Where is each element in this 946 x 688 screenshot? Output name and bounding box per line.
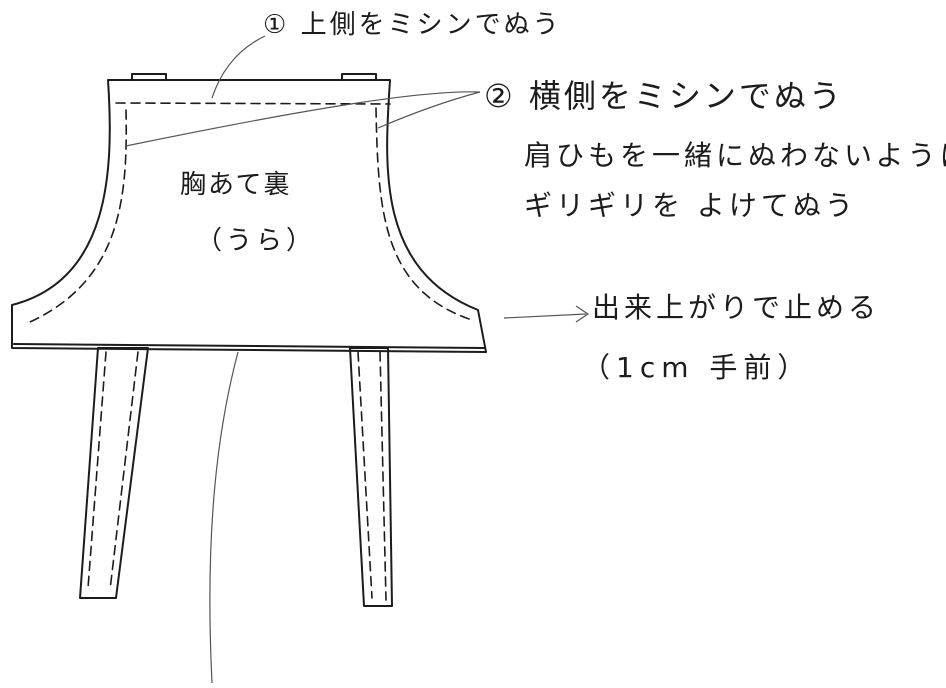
- stitch-top: [115, 102, 391, 105]
- strap-left-stitch: [87, 351, 139, 591]
- strap-tab-left: [131, 73, 167, 81]
- strap-left: [79, 347, 149, 599]
- strap-right: [349, 347, 393, 607]
- leader-step1: [211, 35, 266, 99]
- stop-label-line1: 出来上がりで止める: [592, 291, 881, 324]
- arrow-stop-head: [575, 305, 590, 323]
- strap-tab-right: [341, 73, 377, 81]
- strap-right-stitch: [357, 351, 387, 601]
- stop-label-line2: （1cm 手前）: [582, 351, 812, 384]
- step2-note-line1: 肩ひもを一緒にぬわないように: [524, 139, 946, 172]
- bib-bottom-edge: [13, 343, 485, 349]
- bib-outline: [11, 79, 487, 353]
- part-side-label: （うら）: [196, 226, 317, 256]
- step2-label: ② 横側をミシンでぬう: [484, 77, 844, 115]
- stitch-left: [29, 109, 128, 323]
- leader-step2-b: [377, 91, 481, 129]
- arrow-stop: [503, 313, 587, 319]
- step2-note-line2: ギリギリを よけてぬう: [524, 189, 857, 222]
- step1-label: ① 上側をミシンでぬう: [263, 10, 562, 40]
- waist-line: [209, 351, 239, 684]
- leader-step2-a: [125, 91, 481, 147]
- stitch-right: [375, 107, 473, 321]
- part-name-label: 胸あて裏: [180, 170, 292, 200]
